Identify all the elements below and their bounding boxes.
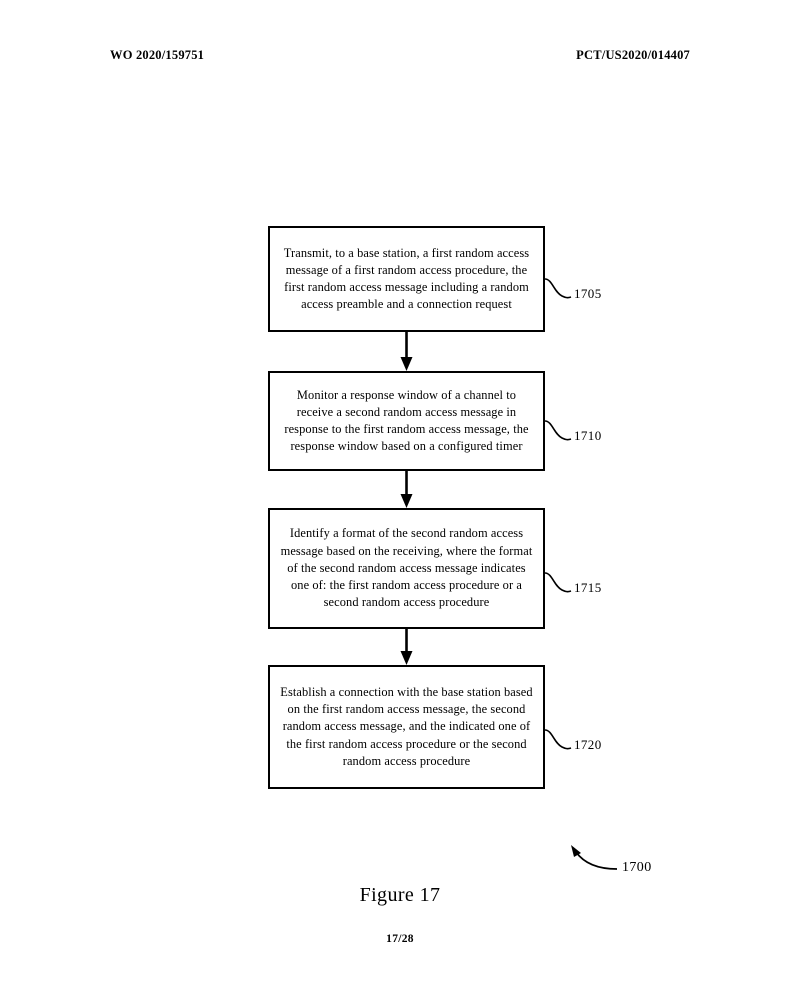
arrow-1705-to-1710 bbox=[400, 332, 413, 371]
header-publication-number: WO 2020/159751 bbox=[110, 48, 205, 62]
flowchart-node-1720: Establish a connection with the base sta… bbox=[268, 665, 545, 789]
figure-caption: Figure 17 bbox=[359, 884, 441, 906]
reference-numeral-1700: 1700 bbox=[622, 860, 652, 875]
flowchart-node-1710: Monitor a response window of a channel t… bbox=[268, 371, 545, 471]
reference-numeral-1710: 1710 bbox=[574, 428, 602, 443]
arrow-1715-to-1720 bbox=[400, 629, 413, 665]
flowchart-node-1710-text: Monitor a response window of a channel t… bbox=[284, 387, 529, 454]
leader-line-1705 bbox=[544, 278, 572, 299]
flowchart-node-1705-text: Transmit, to a base station, a first ran… bbox=[283, 245, 530, 312]
page-header: WO 2020/159751 PCT/US2020/014407 bbox=[110, 48, 690, 66]
flowchart-node-1705: Transmit, to a base station, a first ran… bbox=[268, 226, 545, 332]
leader-line-1715 bbox=[544, 572, 572, 593]
reference-numeral-1705: 1705 bbox=[574, 286, 602, 301]
leader-arrow-1700 bbox=[571, 845, 618, 870]
header-application-number: PCT/US2020/014407 bbox=[576, 48, 690, 62]
reference-numeral-1720: 1720 bbox=[574, 737, 602, 752]
page-number: 17/28 bbox=[386, 933, 414, 945]
leader-line-1710 bbox=[544, 420, 572, 441]
arrow-1710-to-1715 bbox=[400, 471, 413, 508]
reference-numeral-1715: 1715 bbox=[574, 580, 602, 595]
flowchart-node-1720-text: Establish a connection with the base sta… bbox=[280, 684, 533, 768]
flowchart-node-1715: Identify a format of the second random a… bbox=[268, 508, 545, 629]
leader-line-1720 bbox=[544, 729, 572, 750]
flowchart-node-1715-text: Identify a format of the second random a… bbox=[280, 526, 533, 610]
